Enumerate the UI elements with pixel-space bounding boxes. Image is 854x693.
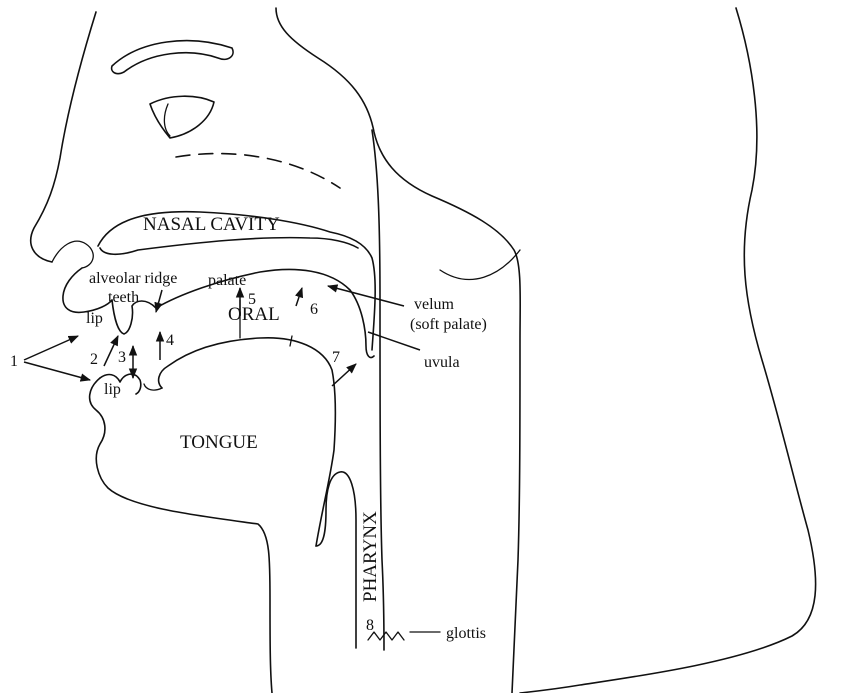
nasal-floor-lower bbox=[100, 238, 358, 255]
eyebrow bbox=[112, 41, 233, 74]
eye bbox=[150, 96, 214, 138]
arrow-velum bbox=[328, 286, 404, 306]
arrow-7 bbox=[332, 364, 356, 386]
number-3: 3 bbox=[118, 349, 126, 366]
palate-label: palate bbox=[208, 272, 246, 289]
velum-label: velum bbox=[414, 296, 455, 313]
uvula-label: uvula bbox=[424, 354, 460, 371]
nasal-cavity-label: NASAL CAVITY bbox=[143, 214, 280, 235]
number-8: 8 bbox=[366, 617, 374, 634]
soft-palate-label: (soft palate) bbox=[410, 316, 487, 333]
cheek-line bbox=[440, 250, 520, 279]
arrow-2 bbox=[104, 336, 118, 366]
teeth-label: teeth bbox=[108, 289, 139, 306]
number-2: 2 bbox=[90, 351, 98, 368]
uvula-leader bbox=[368, 332, 420, 350]
lower-lip-chin-outline bbox=[90, 378, 272, 693]
pharynx-label: PHARYNX bbox=[360, 511, 381, 602]
tongue-label: TONGUE bbox=[180, 432, 258, 453]
number-6: 6 bbox=[310, 301, 318, 318]
lower-lip-label: lip bbox=[104, 381, 121, 398]
number-4: 4 bbox=[166, 332, 174, 349]
back-of-head-outline bbox=[276, 8, 520, 693]
glottis-label: glottis bbox=[446, 625, 486, 642]
arrow-1-lower bbox=[24, 362, 90, 380]
nasal-cavity-roof-dashed bbox=[176, 154, 340, 188]
number-5: 5 bbox=[248, 291, 256, 308]
number-7: 7 bbox=[332, 349, 340, 366]
number-1: 1 bbox=[10, 353, 18, 370]
pharynx-front-wall bbox=[316, 472, 356, 648]
neck-back-outline bbox=[520, 8, 816, 693]
alveolar-ridge-label: alveolar ridge bbox=[89, 270, 177, 287]
upper-lip-label: lip bbox=[86, 310, 103, 327]
forehead-nose-outline bbox=[31, 12, 96, 262]
nostril-outline bbox=[52, 241, 93, 268]
arrow-alveolar bbox=[156, 290, 162, 312]
arrow-1-upper bbox=[24, 336, 78, 360]
arrow-6 bbox=[296, 288, 302, 306]
